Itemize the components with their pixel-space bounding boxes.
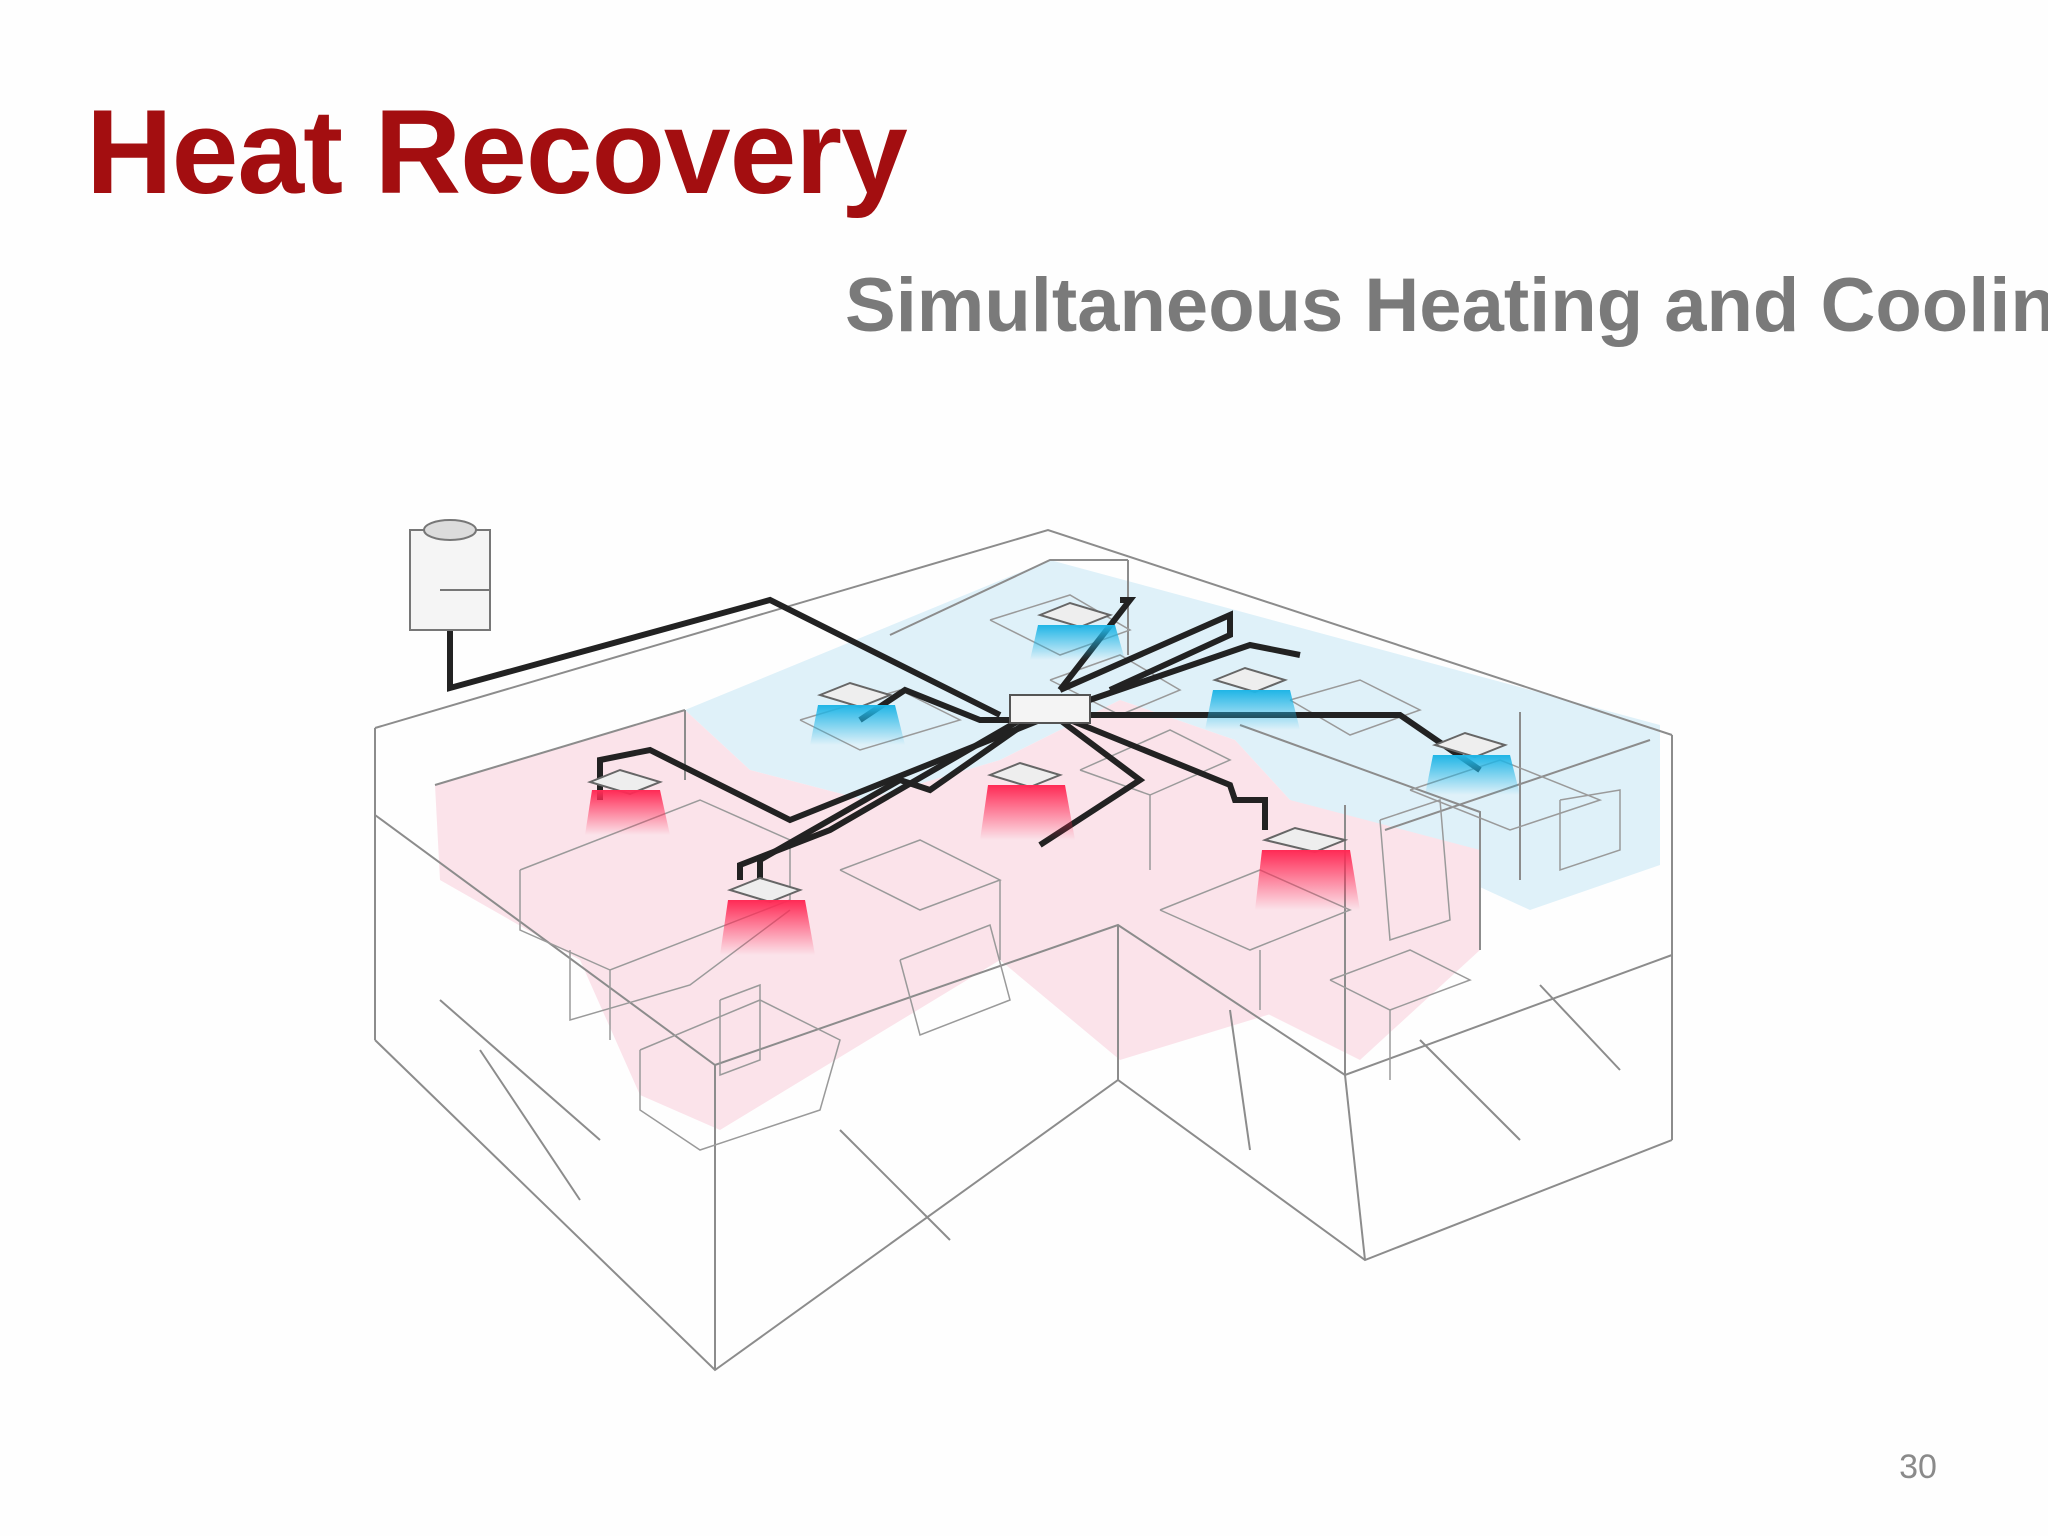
ceiling-cassette-icon bbox=[980, 761, 1075, 840]
ceiling-cassette-icon bbox=[720, 876, 815, 955]
cooling-indoor-units bbox=[810, 601, 1520, 795]
page-number: 30 bbox=[1899, 1448, 1937, 1486]
ceiling-cassette-icon bbox=[585, 768, 670, 835]
ceiling-cassette-icon bbox=[810, 681, 905, 745]
branch-controller-icon bbox=[1009, 694, 1091, 724]
ceiling-cassette-icon bbox=[1255, 826, 1360, 910]
page-subtitle: Simultaneous Heating and Cooling bbox=[845, 263, 2048, 348]
building-outline bbox=[374, 528, 1673, 1372]
refrigerant-piping bbox=[447, 596, 1482, 880]
heating-indoor-units bbox=[585, 761, 1360, 955]
ceiling-cassette-icon bbox=[1205, 666, 1300, 730]
page-title: Heat Recovery bbox=[86, 85, 908, 219]
outdoor-unit-icon bbox=[409, 519, 491, 631]
ceiling-cassette-icon bbox=[1425, 731, 1520, 795]
ceiling-cassette-icon bbox=[1030, 601, 1125, 660]
